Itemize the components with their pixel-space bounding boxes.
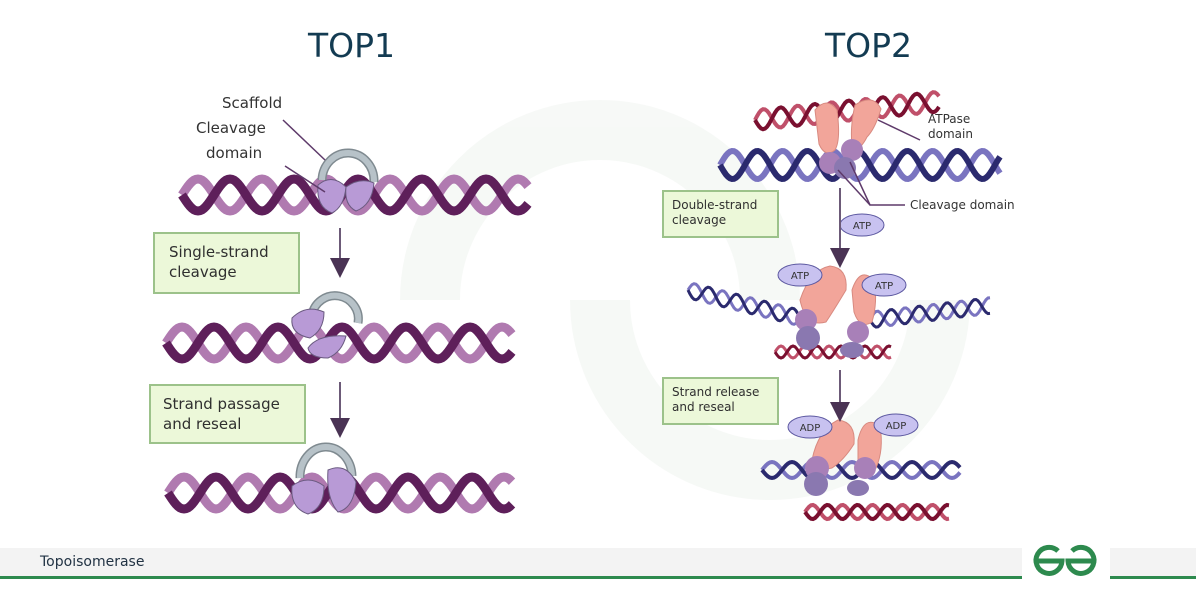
atpase-domain-shape: [850, 99, 882, 152]
atpase-domain-shape: [814, 102, 840, 154]
adp-label: ADP: [800, 423, 821, 434]
top2-dna-blue-2a: [686, 282, 812, 330]
dna-strand: [717, 147, 1003, 183]
scaffold-pointer: [282, 119, 326, 161]
top2-dna-red-1: [753, 90, 941, 132]
cleavage-pointer: [284, 165, 326, 193]
step-text-line2: and reseal: [163, 415, 242, 433]
top2-dna-blue-2b: [868, 296, 991, 329]
topoisomerase-diagram: ATP ATP ATP ADP ADP: [162, 90, 1003, 522]
cleavage-domain-shape: [840, 342, 864, 358]
top2-dna-red-3: [803, 502, 950, 522]
dna-strand: [868, 297, 991, 329]
cleavage-domain-shape: [841, 139, 863, 161]
cleavage-domain-shape: [795, 309, 817, 331]
atpase-pointer: [877, 119, 921, 141]
dna-strand: [686, 285, 811, 330]
top1-step-single-strand-cleavage: Single-strand cleavage: [153, 232, 300, 294]
adp-molecule: [787, 415, 833, 439]
top2-dna-red-2: [773, 344, 892, 360]
cleavage-domain-pointer-2: [837, 169, 871, 206]
footer-bar-right: [1110, 548, 1196, 579]
cleavage-domain-shape: [796, 326, 820, 350]
cleavage-label-line1: Cleavage: [196, 119, 266, 137]
cleavage-domain-shape: [327, 467, 357, 513]
dna-strand: [803, 502, 950, 522]
cleavage-domain-shape: [307, 335, 347, 359]
top1-step-strand-passage: Strand passage and reseal: [149, 384, 306, 444]
scaffold-shape: [296, 444, 355, 479]
atp-molecule: [861, 273, 907, 297]
scaffold-shape: [319, 150, 378, 183]
step-text-line2: cleavage: [672, 213, 727, 227]
dna-strand: [686, 282, 812, 326]
cleavage-domain-shape: [291, 308, 325, 339]
step-text-line1: Strand release: [672, 385, 760, 399]
step-text-line1: Single-strand: [169, 243, 269, 261]
top1-dna-2: [162, 322, 516, 364]
footer: Topoisomerase: [0, 548, 1196, 579]
cleavage-domain-shape: [804, 472, 828, 496]
cleavage-domain-shape: [291, 479, 325, 515]
top2-step-strand-release: Strand release and reseal: [662, 377, 779, 425]
atp-label: ATP: [791, 271, 809, 282]
cleavage-domain-shape: [854, 457, 876, 479]
adp-label: ADP: [886, 421, 907, 432]
scaffold-label: Scaffold: [222, 94, 283, 112]
step-text-line2: cleavage: [169, 263, 237, 281]
top2-step-double-strand-cleavage: Double-strand cleavage: [662, 190, 779, 238]
atp-molecule: [777, 263, 823, 287]
atp-label: ATP: [853, 221, 871, 232]
cleavage-domain-shape: [847, 480, 869, 496]
dna-strand: [773, 344, 892, 360]
footer-caption: Topoisomerase: [40, 554, 145, 570]
footer-bar: [0, 548, 1022, 579]
step-text-line1: Double-strand: [672, 198, 758, 212]
atpase-label-line2: domain: [928, 127, 973, 141]
dna-strand: [868, 296, 991, 327]
step-text-line1: Strand passage: [163, 395, 280, 413]
cleavage-domain-label: Cleavage domain: [910, 198, 1015, 212]
cleavage-domain-shape: [345, 180, 375, 212]
dna-strand: [162, 322, 516, 364]
step-text-line2: and reseal: [672, 400, 735, 414]
gfg-logo-icon: [1033, 544, 1097, 576]
scaffold-shape: [309, 292, 362, 324]
atp-label: ATP: [875, 281, 893, 292]
cleavage-domain-shape: [317, 179, 347, 214]
atpase-label: ATPase domain: [928, 112, 973, 142]
top2-title: TOP2: [825, 26, 913, 65]
top1-title: TOP1: [308, 26, 396, 65]
adp-molecule: [873, 413, 919, 437]
cleavage-label-line2: domain: [206, 144, 263, 162]
dna-strand: [753, 91, 941, 132]
cleavage-domain-shape: [847, 321, 869, 343]
dna-strand: [178, 174, 532, 216]
atpase-label-line1: ATPase: [928, 112, 971, 126]
